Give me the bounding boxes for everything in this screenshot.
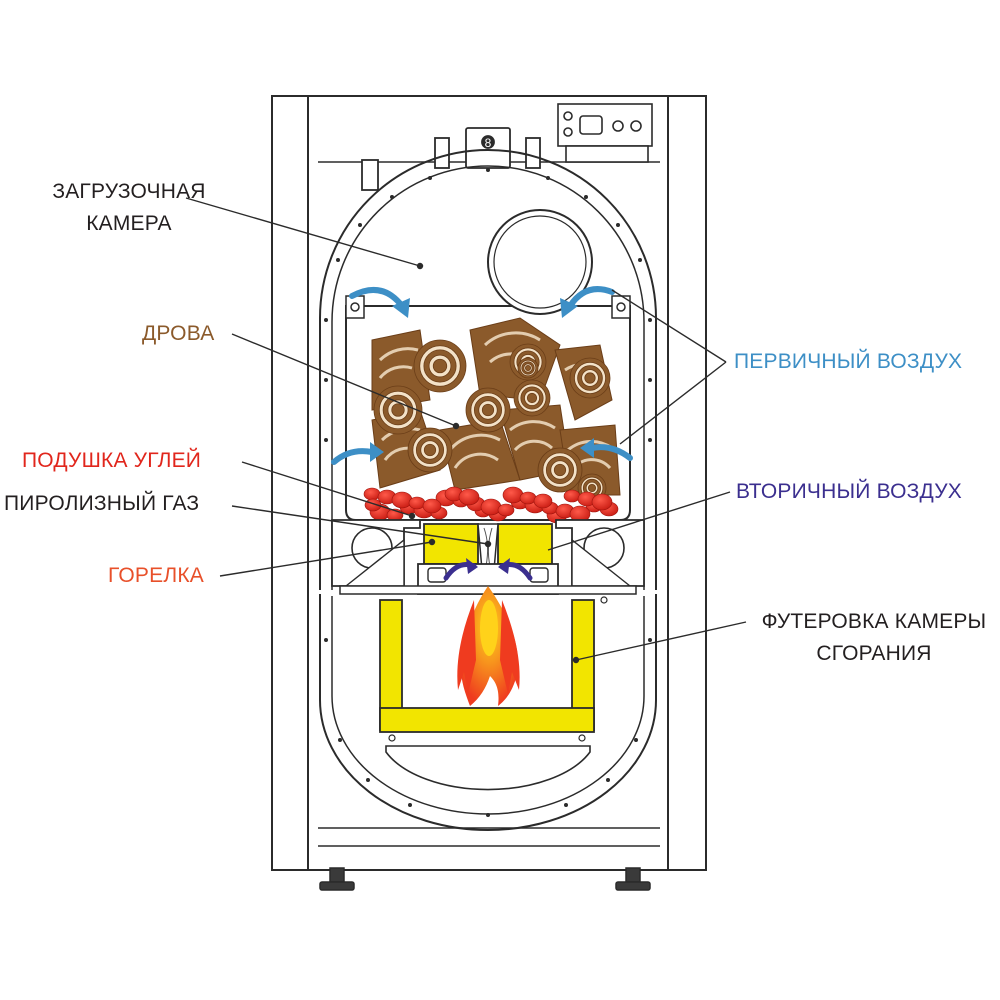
combustion-lining-label: ФУТЕРОВКА КАМЕРЫ СГОРАНИЯ <box>748 606 1000 670</box>
coal-piece <box>391 491 413 509</box>
pyrolysis-gas-label: ПИРОЛИЗНЫЙ ГАЗ <box>4 492 200 515</box>
secondary-air-label: ВТОРИЧНЫЙ ВОЗДУХ <box>736 480 962 503</box>
control-knob <box>630 120 642 132</box>
combustion-lining-label-line1: ФУТЕРОВКА КАМЕРЫ <box>761 610 987 633</box>
log-end <box>407 427 453 473</box>
top-connections <box>361 127 541 191</box>
control-knob <box>612 120 624 132</box>
coal-piece <box>519 491 537 505</box>
log-end <box>517 357 539 379</box>
indicator-light <box>563 127 573 137</box>
control-panel <box>557 103 653 163</box>
log-end <box>373 385 423 435</box>
shell-rivets <box>324 168 652 442</box>
log-end <box>465 387 511 433</box>
lower-shell-rivets <box>324 638 652 817</box>
coal-piece <box>591 493 613 511</box>
combustion-lining <box>379 599 595 733</box>
top-connection-symbol: 8 <box>485 136 492 150</box>
firewood-label: ДРОВА <box>142 322 215 345</box>
log-end <box>569 357 611 399</box>
coal-piece <box>408 496 426 510</box>
coal-piece <box>497 503 515 517</box>
coal-piece <box>563 489 581 503</box>
burner-block <box>331 519 645 595</box>
lining-bolts <box>388 596 608 742</box>
display-window <box>579 115 603 135</box>
logs <box>373 339 611 503</box>
log-end <box>413 339 467 393</box>
air-inlet-brackets <box>345 295 631 319</box>
coal-piece <box>422 498 442 514</box>
coal-piece <box>363 487 381 501</box>
coal-bed-label: ПОДУШКА УГЛЕЙ <box>22 449 202 472</box>
coal-piece <box>480 498 502 516</box>
coal-piece <box>502 486 524 504</box>
loading-chamber-label: ЗАГРУЗОЧНАЯ КАМЕРА <box>36 176 222 240</box>
secondary-air-arrowheads <box>466 558 510 574</box>
primary-air-label: ПЕРВИЧНЫЙ ВОЗДУХ <box>734 350 963 373</box>
burner-label: ГОРЕЛКА <box>108 564 204 587</box>
burner-nozzle-right <box>497 523 553 565</box>
coal-piece <box>533 493 553 509</box>
boiler-feet <box>319 867 651 891</box>
flue-outlet <box>487 209 593 315</box>
loading-chamber-label-line1: ЗАГРУЗОЧНАЯ <box>52 180 206 203</box>
primary-air-arrows <box>331 286 633 465</box>
burner-flame <box>457 586 520 706</box>
log-end <box>537 447 583 493</box>
ash-tray <box>385 745 591 791</box>
coal-bed <box>363 486 619 524</box>
leader-lines <box>185 197 747 664</box>
loading-chamber-shell <box>319 149 657 590</box>
combustion-lining-label-line2: СГОРАНИЯ <box>816 642 932 665</box>
loading-chamber-label-line2: КАМЕРА <box>86 212 172 235</box>
indicator-light <box>563 111 573 121</box>
log-end <box>513 379 551 417</box>
firewood <box>371 317 621 503</box>
coal-piece <box>458 488 480 506</box>
primary-air-arrowheads <box>370 298 594 462</box>
